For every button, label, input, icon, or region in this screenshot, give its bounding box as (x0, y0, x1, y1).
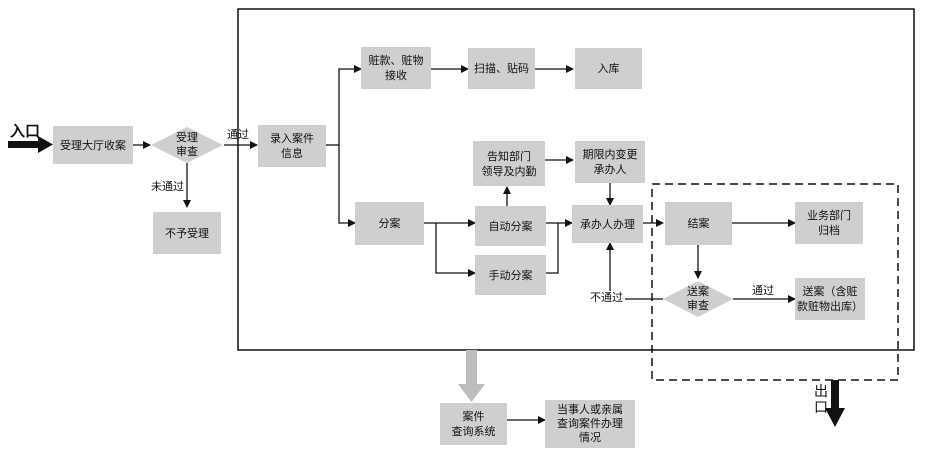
node-accept-review: 受理 审查 (176, 131, 198, 158)
node-auto-assign: 自动分案 (475, 206, 546, 246)
edge-label-pass-1: 通过 (227, 128, 249, 141)
node-send-case: 送案（含赃 款赃物出库） (795, 278, 865, 320)
node-assign: 分案 (355, 202, 424, 245)
node-change-handler: 期限内变更 承办人 (575, 141, 645, 183)
exit-label: 出 口 (814, 384, 828, 416)
node-scan-code: 扫描、贴码 (468, 48, 535, 89)
edge-label-pass-2: 通过 (752, 284, 774, 297)
edges (133, 65, 796, 424)
node-reject: 不予受理 (153, 212, 221, 254)
node-register: 录入案件 信息 (258, 125, 326, 167)
node-party-query: 当事人或亲属 查询案件办理 情况 (545, 400, 635, 448)
node-query-system: 案件 查询系统 (440, 403, 507, 445)
node-send-review: 送案 审查 (687, 285, 709, 312)
node-storage: 入库 (575, 48, 642, 89)
query-gray-arrow (458, 350, 485, 402)
node-handler: 承办人办理 (572, 205, 643, 243)
node-archive: 业务部门 归档 (795, 202, 863, 244)
node-property-receive: 赃款、赃物 接收 (361, 47, 431, 89)
node-hall-receive: 受理大厅收案 (53, 126, 133, 164)
send-review-diamond (663, 281, 733, 317)
exit-region (651, 183, 899, 381)
node-notify-leaders: 告知部门 领导及内勤 (473, 141, 545, 186)
node-manual-assign: 手动分案 (475, 255, 546, 295)
entry-label: 入口 (10, 122, 41, 140)
exit-arrow (825, 380, 845, 427)
entry-arrow (8, 136, 53, 153)
accept-review-diamond (151, 127, 223, 163)
system-frame (237, 8, 915, 351)
edge-label-not-pass-1: 未通过 (151, 180, 184, 193)
node-close-case: 结案 (665, 202, 732, 245)
edge-label-not-pass-2: 不通过 (588, 291, 625, 305)
